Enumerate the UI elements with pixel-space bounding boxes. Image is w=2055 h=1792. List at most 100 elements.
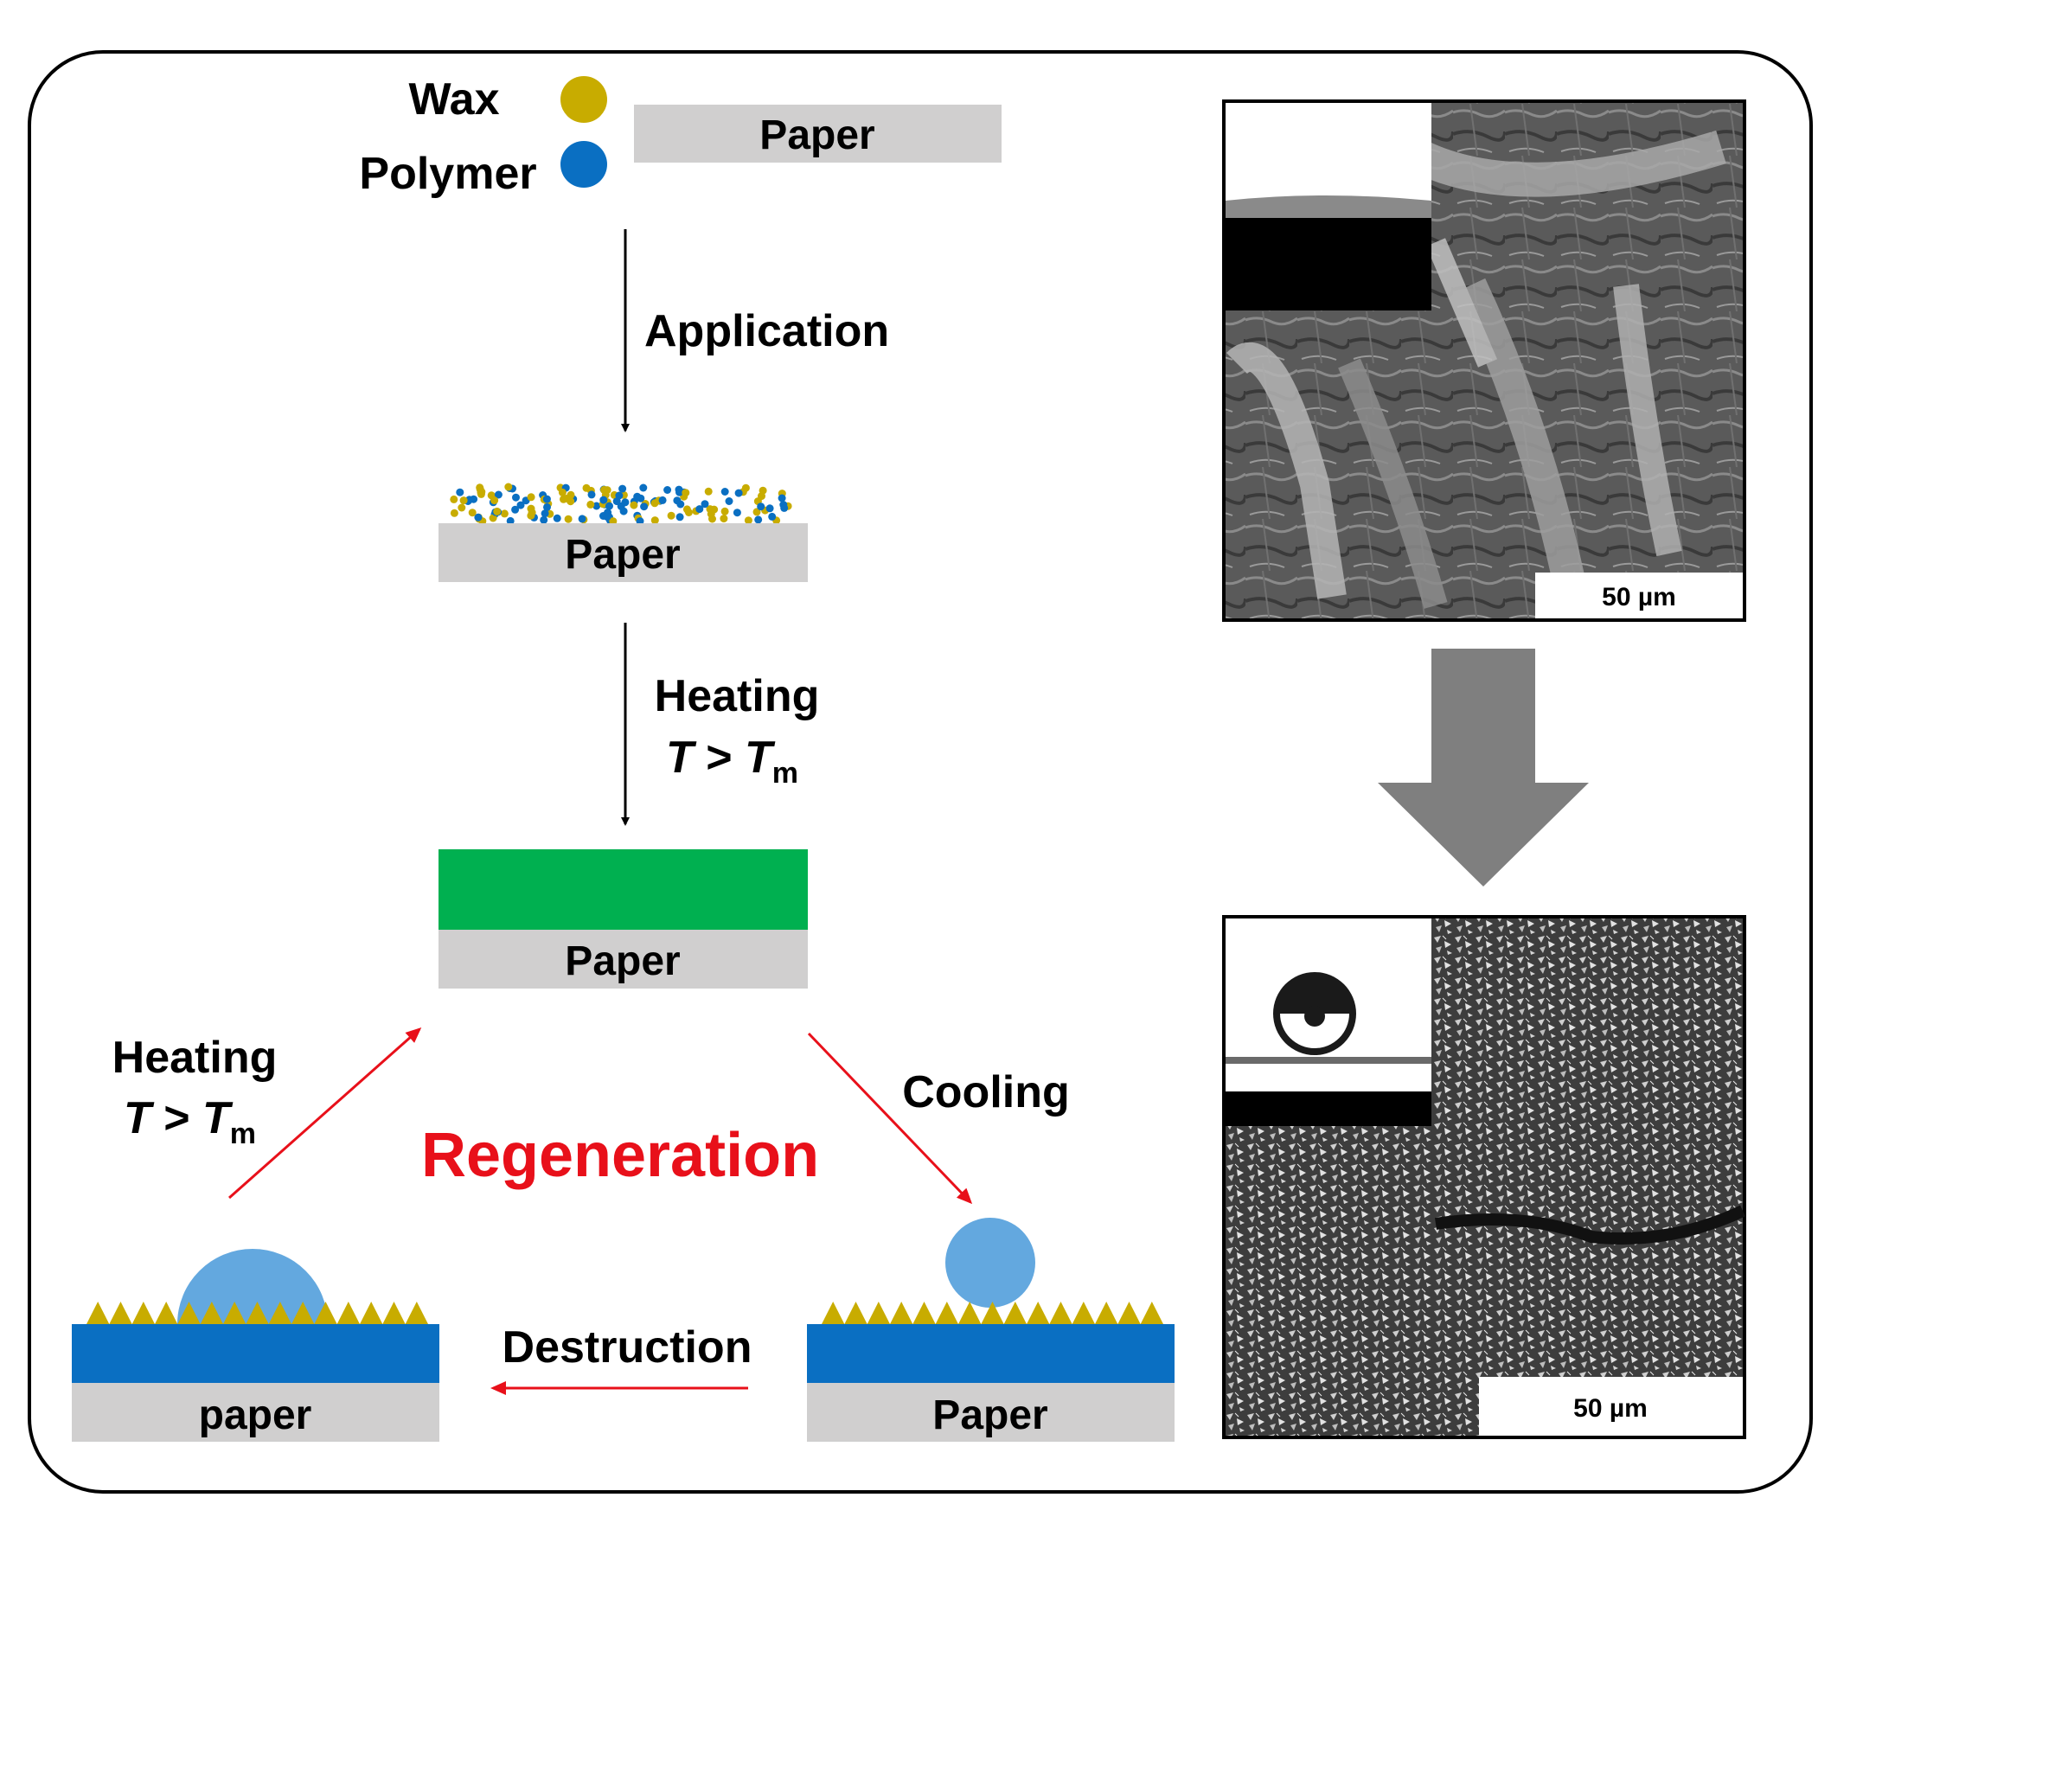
particle-dot [757,502,765,511]
particle-dot [778,494,786,502]
particle-dot [673,496,682,505]
wax-spike [1095,1302,1118,1324]
particle-dot [516,501,525,509]
particle-dot [630,501,638,509]
paper-strip-top [634,105,1002,163]
wax-spike [336,1302,360,1324]
particle-dot [511,505,520,514]
wax-spike [912,1302,936,1324]
wax-spike [405,1302,428,1324]
particle-dot [621,498,630,507]
particle-dot [650,516,659,525]
paper-right-label: Paper [932,1392,1047,1438]
wax-spike [382,1302,406,1324]
paper-strip-left [72,1383,439,1442]
wax-spike [867,1302,890,1324]
particle-dot [506,516,515,525]
particle-dot [752,508,761,516]
particle-dot [636,517,644,526]
particle-dot [490,496,499,505]
wax-dot-icon [560,76,607,123]
particle-layer [450,483,792,526]
particle-dot [720,488,729,496]
contact-angle-inset-bottom [1226,918,1431,1126]
particle-dot [720,515,728,523]
particle-dot [640,502,649,511]
wax-spike [1072,1302,1095,1324]
particle-dot [754,515,763,524]
paper-top-label: Paper [759,112,874,158]
particle-dot [599,496,608,504]
particle-dot [527,493,535,502]
destruction-label: Destruction [503,1322,752,1373]
particle-dot [658,496,667,504]
wax-spike [86,1302,110,1324]
particle-dot [468,509,477,517]
wax-spike [1027,1302,1050,1324]
particle-dot [563,494,571,502]
particle-dot [564,515,573,523]
wax-spike [844,1302,867,1324]
polymer-layer-left [72,1324,439,1383]
regen-heating-label: Heating [112,1033,278,1083]
wax-spikes-left [86,1302,428,1324]
particle-dot [465,496,474,504]
particle-dot [458,503,466,512]
particle-dot [741,483,750,492]
particle-dot [558,488,567,496]
particle-dot [456,488,464,496]
wax-spike [314,1302,337,1324]
wetting-droplet [177,1249,328,1324]
wax-spike [223,1302,246,1324]
particle-dot [780,503,789,512]
particle-dot [600,485,608,494]
particle-dot [768,512,777,521]
particle-dot [489,514,497,522]
paper-coated-label: Paper [565,532,680,578]
particle-dot [474,513,483,522]
wax-spike [268,1302,291,1324]
particle-dot [701,500,709,509]
particle-dot [708,515,716,523]
particle-dot [619,507,628,515]
cooling-arrow [807,1032,973,1205]
particle-dot [592,502,601,510]
wax-spike [1003,1302,1027,1324]
polymer-dot-icon [560,141,607,188]
bead-droplet [945,1218,1035,1308]
particle-dot [675,488,683,496]
particle-dot [542,495,551,503]
particle-dot [587,490,596,499]
contact-angle-inset-top [1226,103,1431,310]
particle-dot [725,497,733,505]
particle-dot [744,516,752,525]
particle-dot [543,502,551,511]
paper-strip-right [807,1383,1175,1442]
polymer-layer-right [807,1324,1175,1383]
particle-dot [494,490,503,499]
particle-dot [663,486,672,494]
wax-spikes-right [822,1302,1163,1324]
particle-dot [450,509,458,517]
particle-dot [493,507,502,515]
wax-spike [131,1302,155,1324]
particle-dot [578,515,586,523]
particle-dot [759,486,767,495]
wax-spike [177,1302,201,1324]
transform-arrow-icon [1378,649,1589,886]
particle-dot [720,507,729,515]
particle-dot [450,495,458,503]
particle-dot [618,484,627,493]
wax-spike [360,1302,383,1324]
particle-dot [541,509,549,518]
regen-heating-condition: T > Tm [124,1093,256,1150]
particle-dot [682,489,690,497]
particle-dot [512,493,520,502]
wax-spike [935,1302,958,1324]
particle-dot [500,509,509,518]
paper-left-label: paper [199,1392,312,1438]
particle-dot [633,492,642,501]
particle-dot [733,509,741,517]
particle-dot [586,500,595,509]
